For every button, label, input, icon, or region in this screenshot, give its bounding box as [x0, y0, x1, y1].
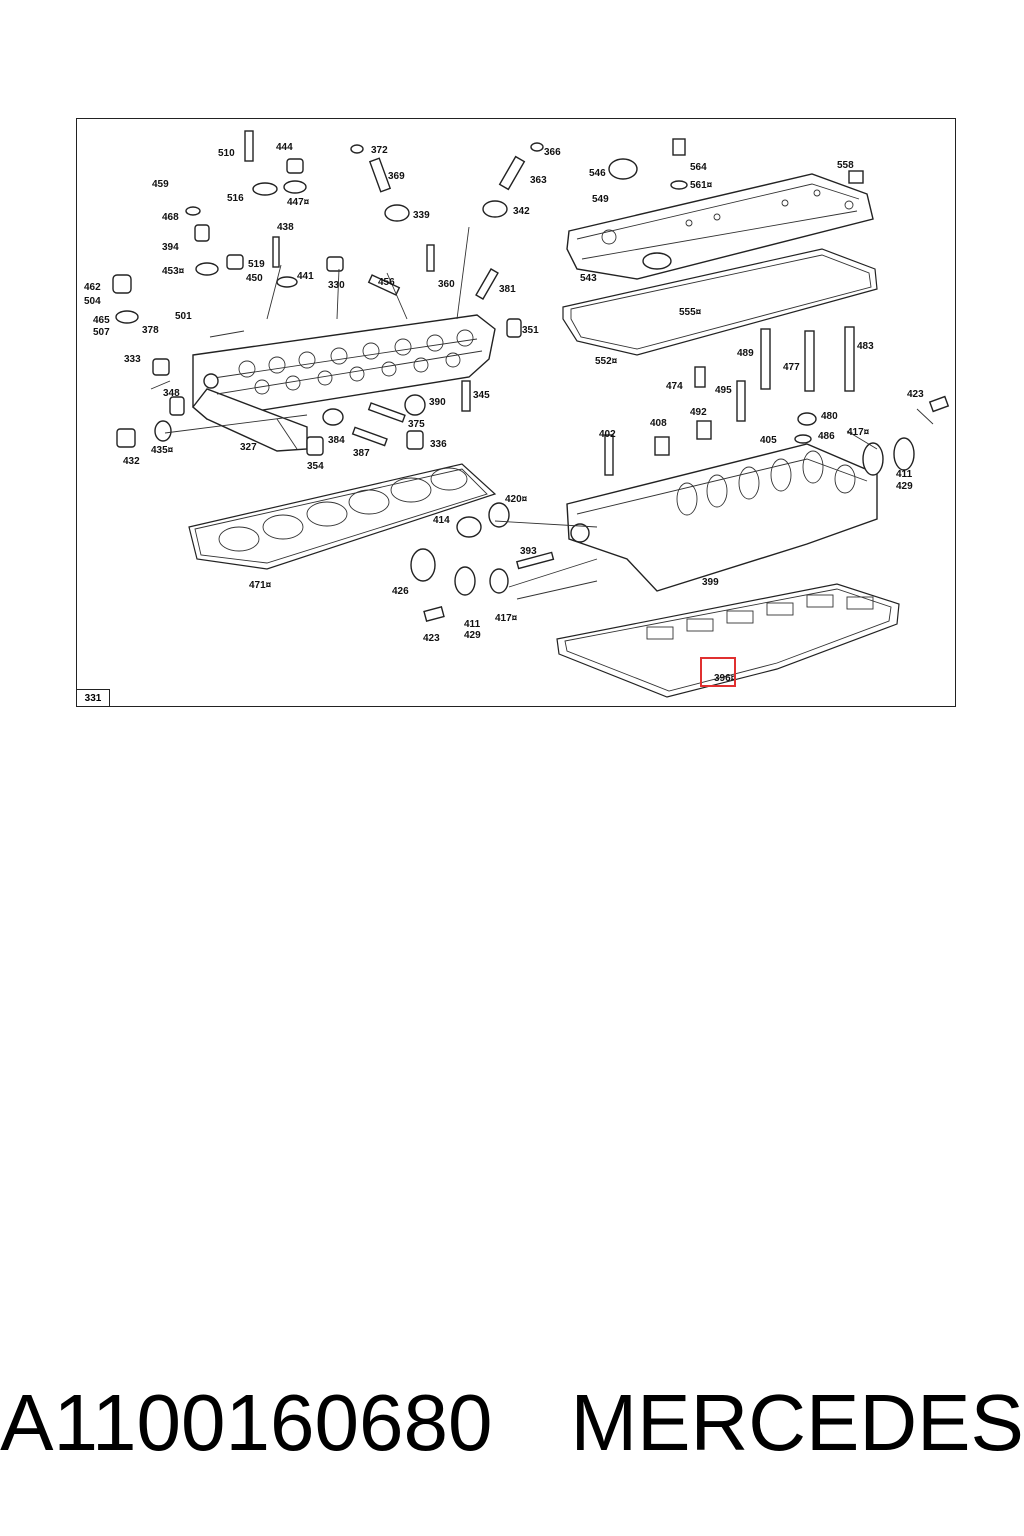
callout-423-right: 423 [907, 389, 924, 400]
callout-417-left: 417¤ [495, 613, 518, 624]
callout-426: 426 [392, 586, 409, 597]
callout-552: 552¤ [595, 356, 618, 367]
callout-486: 486 [818, 431, 835, 442]
exploded-view-drawing: 510 444 372 366 546 564 558 459 369 363 … [84, 130, 950, 698]
callout-456: 456 [378, 277, 395, 288]
callout-339: 339 [413, 210, 430, 221]
callout-504: 504 [84, 296, 101, 307]
callout-444: 444 [276, 142, 293, 153]
callout-438: 438 [277, 222, 294, 233]
callout-492: 492 [690, 407, 707, 418]
callout-417-right: 417¤ [847, 427, 870, 438]
head-gasket [188, 463, 497, 570]
callout-360: 360 [438, 279, 455, 290]
callout-394: 394 [162, 242, 179, 253]
callout-477: 477 [783, 362, 800, 373]
callout-384: 384 [328, 435, 345, 446]
callout-432: 432 [123, 456, 140, 467]
callout-375: 375 [408, 419, 425, 430]
callout-543: 543 [580, 273, 597, 284]
brand-name: MERCEDES [570, 1378, 1024, 1467]
callout-333: 333 [124, 354, 141, 365]
callout-507: 507 [93, 327, 110, 338]
valve-cover [566, 173, 874, 280]
callout-405: 405 [760, 435, 777, 446]
callout-558: 558 [837, 160, 854, 171]
callout-387: 387 [353, 448, 370, 459]
callout-327: 327 [240, 442, 257, 453]
callout-516: 516 [227, 193, 244, 204]
callout-429-left: 429 [464, 630, 481, 641]
callout-330: 330 [328, 280, 345, 291]
callout-474: 474 [666, 381, 683, 392]
callout-468: 468 [162, 212, 179, 223]
callout-483: 483 [857, 341, 874, 352]
callout-408: 408 [650, 418, 667, 429]
figure-number: 331 [76, 689, 110, 707]
callout-519: 519 [248, 259, 265, 270]
callout-366: 366 [544, 147, 561, 158]
valve-cover-gasket [562, 248, 878, 356]
callout-501: 501 [175, 311, 192, 322]
callout-336: 336 [430, 439, 447, 450]
callout-510: 510 [218, 148, 235, 159]
callout-354: 354 [307, 461, 324, 472]
callout-369: 369 [388, 171, 405, 182]
part-number: A1100160680 [0, 1378, 493, 1467]
parts-diagram: 510 444 372 366 546 564 558 459 369 363 … [76, 118, 956, 707]
camshaft-housing-gasket [556, 583, 900, 698]
callout-372: 372 [371, 145, 388, 156]
callout-441: 441 [297, 271, 314, 282]
callout-420: 420¤ [505, 494, 528, 505]
camshaft-housing [566, 443, 878, 592]
callout-462: 462 [84, 282, 101, 293]
callout-351: 351 [522, 325, 539, 336]
callout-393: 393 [520, 546, 537, 557]
leader-lines [150, 226, 934, 600]
small-parts [112, 130, 950, 623]
highlighted-part-marker [700, 657, 736, 687]
callout-402: 402 [599, 429, 616, 440]
callout-555: 555¤ [679, 307, 702, 318]
callout-435: 435¤ [151, 445, 174, 456]
callout-495: 495 [715, 385, 732, 396]
callout-480: 480 [821, 411, 838, 422]
callout-489: 489 [737, 348, 754, 359]
callout-378: 378 [142, 325, 159, 336]
callout-546: 546 [589, 168, 606, 179]
callout-414: 414 [433, 515, 450, 526]
callout-561: 561¤ [690, 180, 713, 191]
callout-549: 549 [592, 194, 609, 205]
callout-447: 447¤ [287, 197, 310, 208]
part-callouts: 510 444 372 366 546 564 558 459 369 363 … [84, 142, 924, 684]
callout-450: 450 [246, 273, 263, 284]
callout-363: 363 [530, 175, 547, 186]
callout-564: 564 [690, 162, 707, 173]
callout-471: 471¤ [249, 580, 272, 591]
callout-348: 348 [163, 388, 180, 399]
callout-465: 465 [93, 315, 110, 326]
callout-396: 396¤ [714, 673, 737, 684]
callout-345: 345 [473, 390, 490, 401]
callout-399: 399 [702, 577, 719, 588]
callout-342: 342 [513, 206, 530, 217]
callout-411-left: 411 [464, 619, 481, 630]
callout-423-left: 423 [423, 633, 440, 644]
caption: A1100160680 MERCEDES [0, 1368, 1024, 1478]
callout-381: 381 [499, 284, 516, 295]
callout-453: 453¤ [162, 266, 185, 277]
callout-429-right: 429 [896, 481, 913, 492]
callout-411-right: 411 [896, 469, 913, 480]
callout-390: 390 [429, 397, 446, 408]
cylinder-head [192, 314, 496, 452]
callout-459: 459 [152, 179, 169, 190]
